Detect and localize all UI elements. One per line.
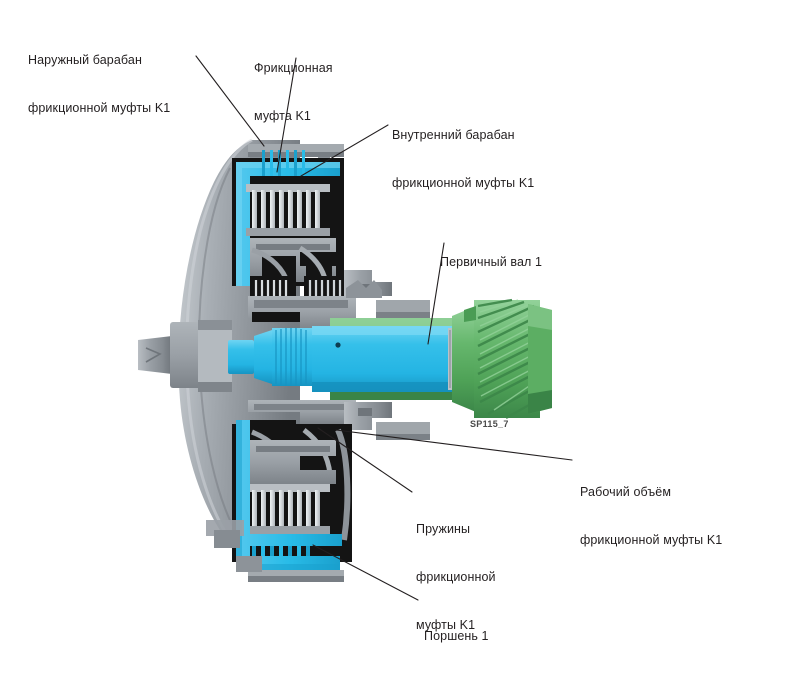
leader-lines [195,55,573,601]
label-working-volume-line-1: Рабочий объём [580,485,672,499]
piston-1-lower [248,400,356,424]
label-inner-drum-line-1: Внутренний барабан [392,128,515,142]
leader-outer-drum [195,55,265,147]
label-outer-drum-line-2: фрикционной муфты K1 [28,101,171,115]
label-input-shaft-1-line-1: Первичный вал 1 [440,255,543,269]
label-clutch-springs: Пружины фрикционной муфты K1 [416,489,496,665]
label-springs-line-2: фрикционной [416,570,496,584]
housing-step-detail-lower [344,402,430,440]
housing-step-detail-upper [344,270,430,318]
leader-inner-drum [300,124,389,177]
label-friction-clutch: Фрикционная муфта K1 [254,28,333,156]
label-inner-drum: Внутренний барабан фрикционной муфты K1 [392,95,534,223]
leader-input-shaft-1 [427,242,445,345]
label-working-volume-line-2: фрикционной муфты K1 [580,533,723,547]
outer-drum-k1-lower [236,420,344,582]
leader-piston-1 [312,544,419,601]
label-outer-drum-line-1: Наружный барабан [28,53,142,67]
label-springs-line-3: муфты K1 [416,618,476,632]
leader-friction-clutch [276,57,297,173]
bell-housing-bottom-rim [206,520,262,572]
label-inner-drum-line-2: фрикционной муфты K1 [392,176,535,190]
label-piston-1: Поршень 1 [424,596,489,676]
label-friction-clutch-line-2: муфта K1 [254,109,311,123]
helical-output-gear [452,298,552,420]
friction-plate-stack-upper [246,150,330,236]
label-outer-drum: Наружный барабан фрикционной муфты K1 [28,20,170,148]
figure-watermark: SP115_7 [470,419,509,429]
label-input-shaft-1: Первичный вал 1 [440,222,542,302]
piston-1-upper [248,296,356,330]
label-piston-1-line-1: Поршень 1 [424,629,489,643]
leader-springs [317,427,413,493]
label-clutch-working-volume: Рабочий объём фрикционной муфты K1 [580,452,722,580]
cutaway-illustration [138,55,573,601]
leader-working-volume [335,429,573,461]
label-springs-line-1: Пружины [416,522,471,536]
hub-stub [138,320,232,392]
diagram-canvas: Наружный барабан фрикционной муфты K1 Фр… [28,20,722,643]
inner-drum-k1-lower [250,440,336,484]
label-friction-clutch-line-1: Фрикционная [254,61,333,75]
